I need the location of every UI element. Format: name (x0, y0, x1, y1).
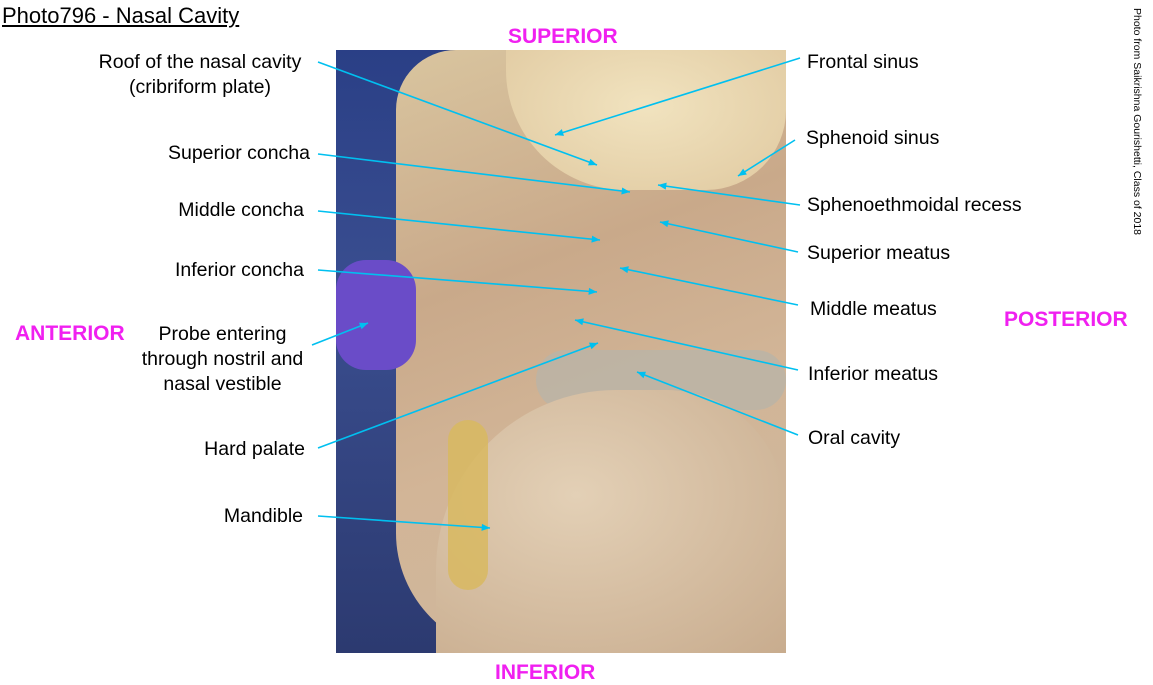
label-probe: Probe entering through nostril and nasal… (141, 323, 304, 395)
arrowhead-inferior-meatus (575, 318, 584, 326)
label-mandible: Mandible (223, 505, 303, 527)
arrowhead-inferior-concha (588, 287, 597, 295)
arrowhead-middle-concha (591, 235, 600, 243)
label-oral-cavity: Oral cavity (808, 427, 901, 449)
leader-line-hard-palate (317, 342, 599, 449)
label-sphenoethmoidal-recess: Sphenoethmoidal recess (807, 194, 1022, 216)
orientation-posterior: POSTERIOR (1004, 308, 1128, 331)
leader-line-inferior-meatus (574, 319, 799, 371)
label-frontal-sinus: Frontal sinus (807, 51, 919, 73)
dissection-photo (336, 50, 786, 653)
orientation-inferior: INFERIOR (495, 661, 596, 684)
arrowhead-superior-meatus (660, 220, 669, 228)
arrowhead-roof (588, 158, 597, 166)
arrowhead-sphenoid (738, 168, 747, 176)
leader-line-middle-concha (317, 210, 601, 241)
leader-line-superior-concha (317, 153, 631, 193)
leader-line-mandible (317, 515, 491, 529)
label-middle-concha: Middle concha (178, 199, 304, 221)
label-inferior-concha: Inferior concha (175, 259, 304, 281)
leader-line-probe (311, 322, 369, 346)
label-superior-concha: Superior concha (167, 142, 310, 164)
leader-line-middle-meatus (619, 267, 799, 306)
arrowhead-probe (359, 322, 368, 330)
leader-line-inferior-concha (317, 269, 598, 293)
arrowhead-superior-concha (621, 187, 630, 195)
label-superior-meatus: Superior meatus (807, 242, 951, 264)
leader-line-sphenoid (737, 139, 796, 177)
leader-line-superior-meatus (659, 221, 799, 253)
arrowhead-oral-cavity (637, 371, 646, 379)
leader-line-frontal (554, 57, 801, 136)
label-roof: Roof of the nasal cavity (cribriform pla… (98, 51, 302, 98)
arrowhead-middle-meatus (620, 266, 629, 274)
leader-line-sphenoethmoidal (657, 184, 801, 206)
page-title: Photo796 - Nasal Cavity (2, 3, 240, 28)
arrowhead-sphenoethmoidal (658, 182, 667, 190)
orientation-superior: SUPERIOR (508, 25, 618, 48)
photo-credit: Photo from Saikrishna Gourishetti, Class… (1131, 8, 1143, 236)
arrowhead-mandible (481, 523, 490, 531)
leader-line-oral-cavity (636, 371, 799, 436)
label-middle-meatus: Middle meatus (810, 298, 937, 320)
orientation-anterior: ANTERIOR (15, 322, 125, 345)
leader-line-roof (317, 61, 598, 166)
label-hard-palate: Hard palate (204, 438, 305, 460)
label-sphenoid-sinus: Sphenoid sinus (806, 127, 940, 149)
label-inferior-meatus: Inferior meatus (808, 363, 939, 385)
arrowhead-frontal (555, 129, 564, 136)
arrowhead-hard-palate (589, 342, 598, 350)
